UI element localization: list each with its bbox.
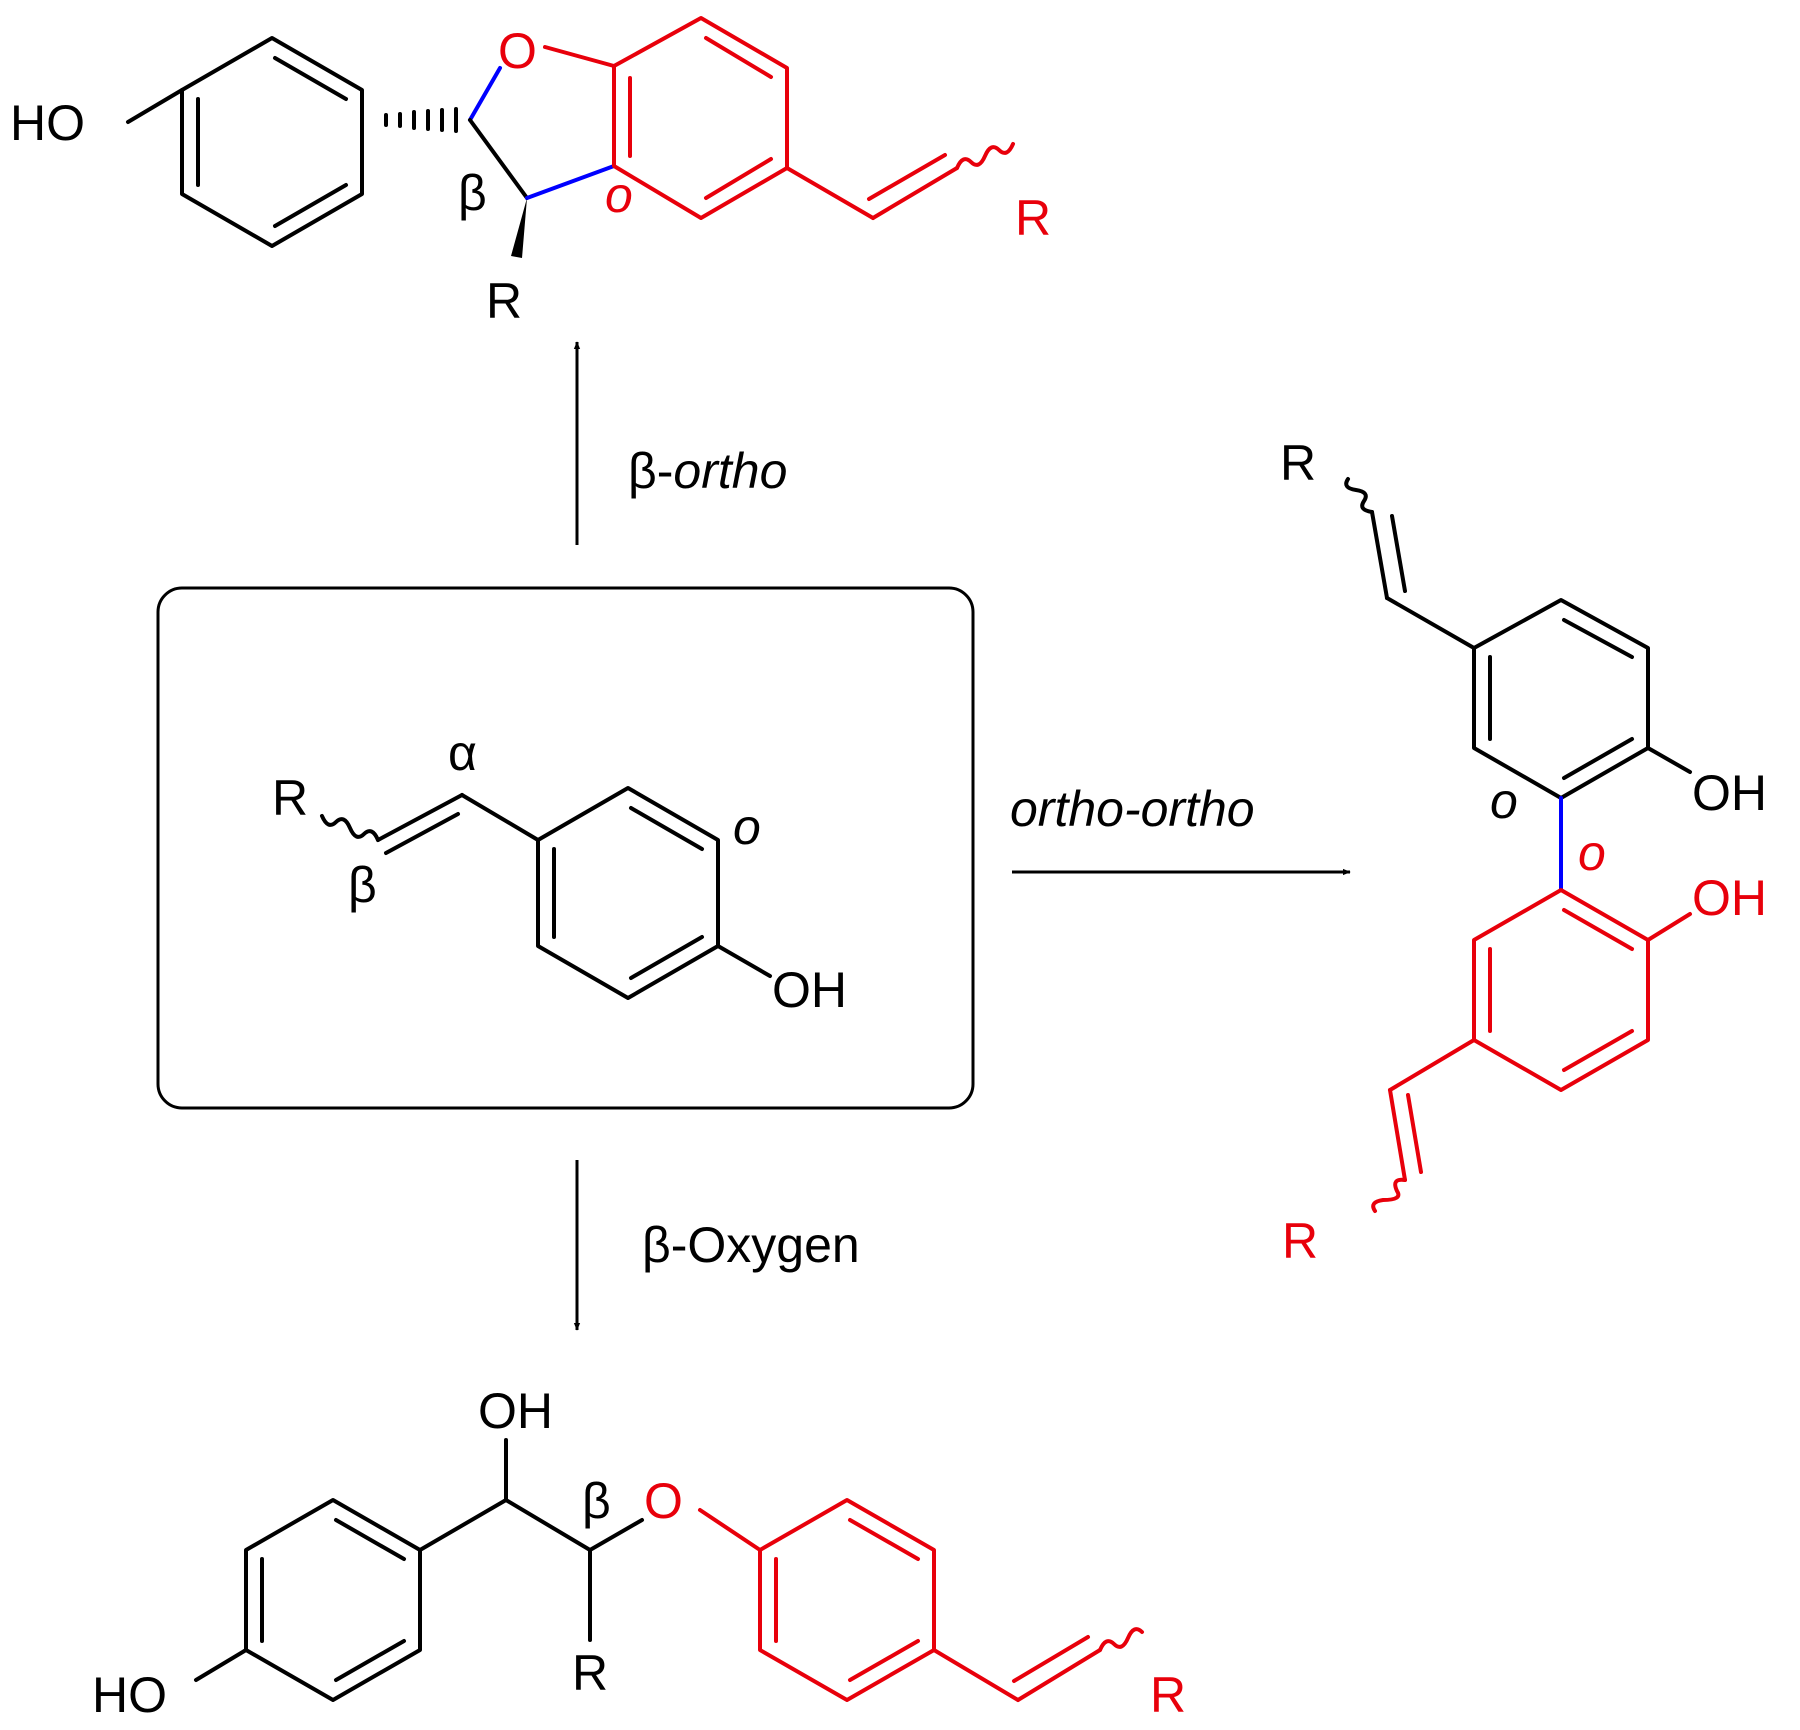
left-phenol-ring [244,1498,422,1702]
reactant-wavy-bond [320,814,380,842]
top-ring [1472,598,1650,800]
benzo-wavy-bond [955,142,1015,170]
ho-label: HO [10,95,85,151]
right-wavy-bond [1098,1627,1144,1652]
ring-oxygen-label: O [498,23,537,79]
beta-ortho-pathway-label: β-ortho [628,443,787,499]
bottom-ring [1472,888,1650,1092]
reactant-alpha-label: α [448,725,477,781]
bottom-wavy-bond [1371,1177,1407,1213]
reactant-alpha-beta-bond [376,793,464,842]
ether-oxygen-label: O [644,1473,683,1529]
reactant-oh-label: OH [772,962,847,1018]
new-c-o-bond [468,66,502,122]
bottom-oh-label: OH [1692,870,1767,926]
chain-oh-label: OH [478,1383,553,1439]
ortho-label: o [605,167,633,223]
reactant-ortho-label: o [733,799,761,855]
beta-ortho-label-prefix: β- [628,443,673,499]
product-beta-oxygen: HO OH R β O R [92,1383,1186,1723]
right-aryl-ring [758,1498,936,1702]
benzo-r-label: R [1015,190,1051,246]
top-oh-label: OH [1692,765,1767,821]
solid-wedge-bond [511,198,527,258]
reactant-beta-label: β [348,857,377,913]
product-beta-ortho: HO O R β o R [10,16,1051,329]
reaction-arrows [573,341,1351,1331]
c2-c3-bond [468,118,529,200]
vinyl-r-label: R [1150,1667,1186,1723]
product-ortho-ortho: R OH o OH o R [1280,435,1767,1269]
chain-beta-label: β [582,1473,611,1529]
reactant-r-label: R [272,770,308,826]
top-r-label: R [1280,435,1316,491]
c3-r-label: R [486,273,522,329]
reactant-oh-bond [716,944,772,978]
beta-label: β [458,165,487,221]
phenol-ring [180,36,364,248]
ho-bond [126,88,184,124]
beta-oxygen-pathway-label: β-Oxygen [642,1217,860,1273]
reactant-box [156,586,975,1110]
new-c-c-bond [525,164,616,200]
left-ho-label: HO [92,1667,167,1723]
reactant-ring-to-alpha-bond [460,793,540,842]
ortho-ortho-pathway-label: ortho-ortho [1010,781,1255,837]
chain-r-label: R [572,1645,608,1701]
bottom-ortho-label: o [1578,825,1606,881]
bottom-r-label: R [1282,1213,1318,1269]
top-wavy-bond [1344,477,1374,514]
benzo-ring [612,16,789,220]
top-ortho-label: o [1490,773,1518,829]
reactant-benzene-ring [536,786,720,1000]
reactant-structure: R α β o OH [156,586,975,1110]
beta-ortho-label-italic: ortho [673,443,787,499]
hashed-wedge-bond [384,107,458,133]
